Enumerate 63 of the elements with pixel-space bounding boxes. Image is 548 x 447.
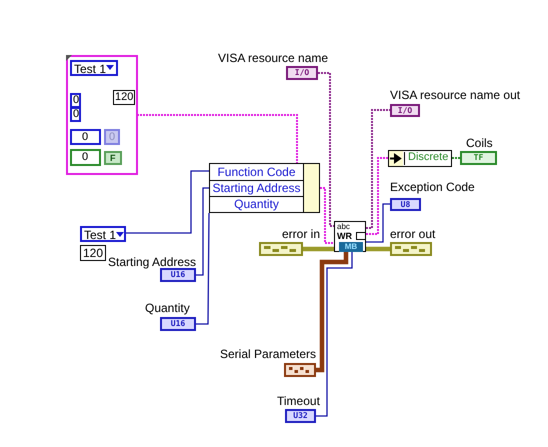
wire [318, 72, 334, 227]
modbus-write-function [334, 221, 366, 252]
terminal-label: Exception Code [390, 181, 475, 193]
numeric-value: 0 [70, 93, 81, 108]
wire [137, 114, 298, 163]
terminal [284, 363, 316, 377]
enum-value: Test 1 [84, 229, 116, 241]
field-name: Function Code [210, 164, 303, 181]
wire [366, 157, 388, 235]
terminal-type: U32 [292, 411, 309, 421]
bundle-by-name [209, 163, 320, 213]
terminal [390, 104, 420, 117]
terminal-type: I/O [294, 68, 310, 78]
wire [303, 246, 334, 252]
numeric-indicator: 0 [104, 129, 120, 145]
wire [316, 252, 348, 372]
terminal-type: TF [472, 153, 484, 163]
enum-constant [80, 226, 126, 242]
terminal-label: error in [282, 228, 320, 240]
numeric-value: 0 [70, 107, 81, 122]
terminal-label: VISA resource name out [390, 89, 520, 101]
terminal [160, 317, 196, 331]
terminal [286, 66, 318, 80]
numeric-control: 0 [70, 129, 101, 145]
field-name: Starting Address [210, 180, 303, 197]
terminal-label: Starting Address [108, 256, 196, 268]
terminal-type: I/O [396, 106, 414, 115]
wire [196, 213, 210, 325]
function-label: abc [337, 223, 350, 231]
wire [452, 157, 460, 159]
field-name: Quantity [233, 196, 280, 213]
numeric-value: 120 [113, 90, 135, 105]
terminal-label: Quantity [145, 302, 190, 314]
terminal [285, 409, 316, 423]
case-value: Discrete [404, 152, 448, 165]
wire [366, 246, 390, 252]
terminal-label: Serial Parameters [220, 348, 316, 360]
terminal-type: U16 [170, 270, 186, 280]
wire [316, 252, 353, 417]
cluster-constant [66, 55, 138, 175]
terminal [460, 151, 497, 165]
wire [366, 203, 390, 243]
function-label: MB [339, 242, 363, 252]
terminal [390, 242, 432, 256]
terminal-type: U16 [170, 319, 186, 329]
ring-constant: Test 1 [70, 60, 118, 76]
terminal-label: Timeout [277, 395, 320, 407]
terminal-label: VISA resource name [218, 52, 328, 64]
terminal-label: Coils [466, 137, 493, 149]
function-label: WR [337, 232, 352, 241]
terminal-type: U8 [400, 200, 412, 209]
terminal [160, 268, 196, 282]
numeric-constant: 120 [80, 245, 106, 261]
wire [366, 109, 390, 229]
wire [320, 187, 334, 244]
case-selector [388, 150, 452, 167]
boolean-indicator: F [104, 151, 122, 165]
terminal [259, 242, 303, 256]
terminal-label: error out [390, 228, 436, 240]
terminal [390, 198, 421, 211]
wire [196, 187, 209, 276]
numeric-control: 0 [70, 149, 101, 166]
wire [126, 170, 209, 234]
